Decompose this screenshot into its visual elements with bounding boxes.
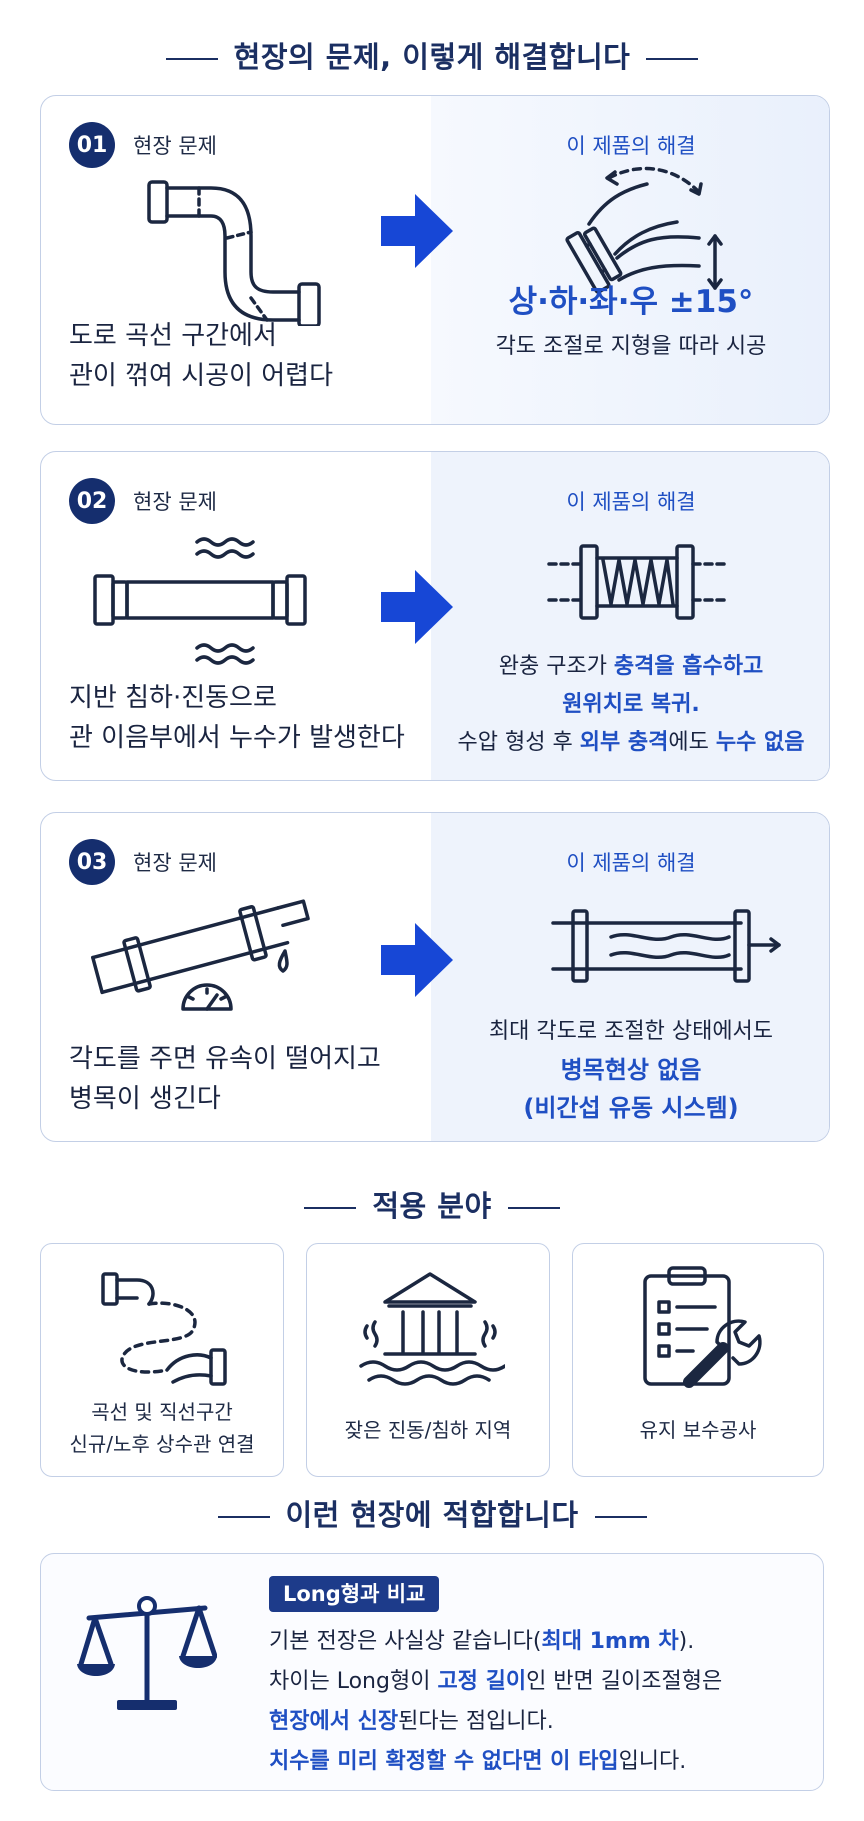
problem-label: 현장 문제 <box>133 490 217 514</box>
title-rule-left <box>165 58 218 60</box>
solution-label: 이 제품의 해결 <box>566 490 696 514</box>
problem-card-03: 03 현장 문제 이 제품의 해결 각도를 주면 유속이 떨어지고 병목이 생긴… <box>40 812 830 1142</box>
step-number-badge: 03 <box>69 839 115 885</box>
vibrating-pipe-icon <box>93 537 307 665</box>
section-title-problems: 현장의 문제, 이렇게 해결합니다 <box>0 34 864 76</box>
bent-pipe-icon <box>147 180 321 326</box>
application-caption: 곡선 및 직선구간 신규/노후 상수관 연결 <box>69 1400 255 1456</box>
solution-subtext: 각도 조절로 지형을 따라 시공 <box>495 334 767 359</box>
problem-description: 지반 침하·진동으로 관 이음부에서 누수가 발생한다 <box>69 683 405 753</box>
application-caption: 유지 보수공사 <box>639 1418 757 1442</box>
comparison-text: 기본 전장은 사실상 같습니다(최대 1mm 차). 차이는 Long형이 고정… <box>269 1629 723 1774</box>
section-title-suitable: 이런 현장에 적합합니다 <box>0 1492 864 1534</box>
comparison-box: Long형과 비교 기본 전장은 사실상 같습니다(최대 1mm 차). 차이는… <box>40 1553 824 1791</box>
solution-label: 이 제품의 해결 <box>566 851 696 875</box>
title-rule-left <box>217 1516 270 1518</box>
leaking-angled-pipe-icon <box>91 899 310 1011</box>
title-rule-left <box>304 1207 357 1209</box>
title-rule-right <box>646 58 699 60</box>
solution-panel-bg <box>431 813 829 1141</box>
solution-description: 완충 구조가 충격을 흡수하고 원위치로 복귀. 수압 형성 후 외부 충격에도… <box>457 654 805 755</box>
solution-headline: 상·하·좌·우 ±15° <box>508 284 754 320</box>
angle-adjust-joint-icon <box>565 166 723 294</box>
step-number-badge: 02 <box>69 478 115 524</box>
curved-pipe-icon <box>101 1272 227 1386</box>
problem-label: 현장 문제 <box>133 134 217 158</box>
arrow-right-icon <box>381 194 453 268</box>
solution-description: 최대 각도로 조절한 상태에서도 병목현상 없음 (비간섭 유동 시스템) <box>488 1019 774 1122</box>
application-card-vibration: 잦은 진동/침하 지역 <box>306 1243 550 1477</box>
clipboard-wrench-icon <box>643 1266 762 1388</box>
title-rule-right <box>507 1207 560 1209</box>
step-number-badge: 01 <box>69 122 115 168</box>
problem-card-01: 01 현장 문제 이 제품의 해결 도로 곡선 구간에서 관이 꺾여 시공이 어… <box>40 95 830 425</box>
comparison-badge: Long형과 비교 <box>269 1576 440 1612</box>
problem-card-02: 02 현장 문제 이 제품의 해결 지반 침하·진동으로 관 이음부에서 누수가… <box>40 451 830 781</box>
title-rule-right <box>594 1516 647 1518</box>
problem-description: 각도를 주면 유속이 떨어지고 병목이 생긴다 <box>69 1044 381 1114</box>
application-card-maintenance: 유지 보수공사 <box>572 1243 824 1477</box>
arrow-right-icon <box>381 923 453 997</box>
application-caption: 잦은 진동/침하 지역 <box>344 1418 512 1442</box>
application-card-curved: 곡선 및 직선구간 신규/노후 상수관 연결 <box>40 1243 284 1477</box>
solution-panel-bg <box>431 452 829 780</box>
arrow-right-icon <box>381 570 453 644</box>
shock-absorber-joint-icon <box>547 544 727 620</box>
solution-label: 이 제품의 해결 <box>566 134 696 158</box>
solution-panel-bg <box>431 96 829 424</box>
section-title-applications: 적용 분야 <box>0 1183 864 1225</box>
balance-scale-icon <box>77 1596 217 1710</box>
building-shaking-icon <box>359 1272 505 1386</box>
problem-description: 도로 곡선 구간에서 관이 꺾여 시공이 어렵다 <box>69 321 333 391</box>
non-interference-flow-icon <box>551 909 781 983</box>
problem-label: 현장 문제 <box>133 851 217 875</box>
